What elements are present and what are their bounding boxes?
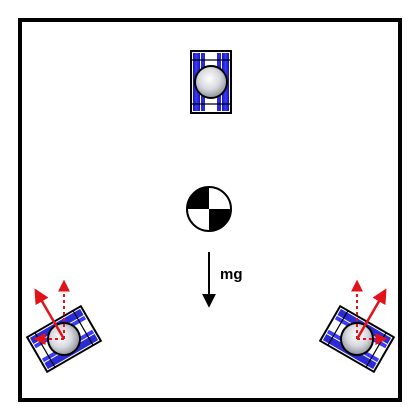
top-wheel [190, 50, 232, 114]
force-arrow-icon [33, 279, 70, 345]
frame-border [18, 18, 402, 402]
center-of-mass-icon [186, 186, 232, 232]
gravity-label: mg [220, 266, 243, 283]
wheel-hub-icon [194, 65, 228, 99]
force-arrow-icon [351, 279, 388, 345]
